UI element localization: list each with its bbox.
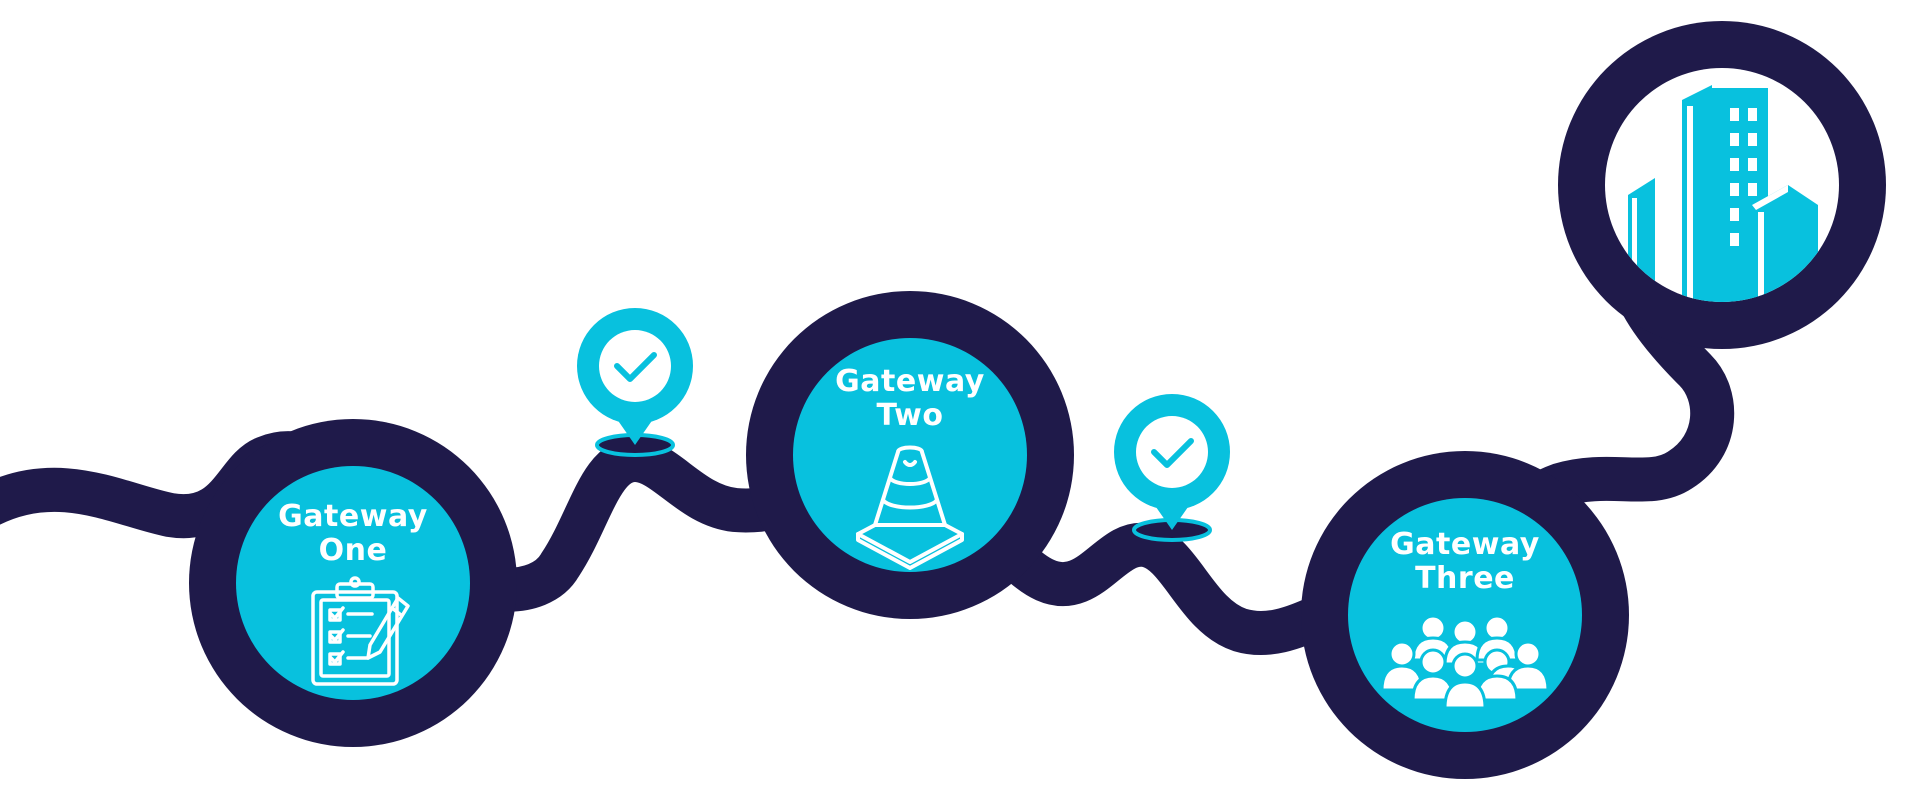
check-pin-icon: [614, 352, 657, 382]
traffic-cone-icon: [856, 445, 964, 570]
gateway-three-node: [1301, 451, 1629, 779]
gateway-one-title-line2: One: [318, 533, 388, 568]
gateway-three-title: Gateway Three: [1365, 528, 1565, 596]
clipboard-checklist-icon: [311, 576, 410, 686]
gateway-two-title: Gateway Two: [810, 365, 1010, 433]
gateway-one-node: [189, 419, 517, 747]
gateway-one-title-line1: Gateway: [278, 499, 428, 534]
people-group-icon: [1380, 614, 1550, 710]
gateway-two-title-line2: Two: [876, 398, 944, 433]
gateway-one-title: Gateway One: [253, 500, 453, 568]
gateway-two-title-line1: Gateway: [835, 364, 985, 399]
destination-node: [1558, 21, 1886, 349]
gateway-two-node: [746, 291, 1074, 619]
gateway-three-title-line1: Gateway: [1390, 527, 1540, 562]
gateway-three-title-line2: Three: [1415, 561, 1515, 596]
milestone-pin-1: [577, 308, 693, 457]
milestone-pin-2: [1114, 394, 1230, 542]
check-pin-icon: [1151, 438, 1194, 468]
